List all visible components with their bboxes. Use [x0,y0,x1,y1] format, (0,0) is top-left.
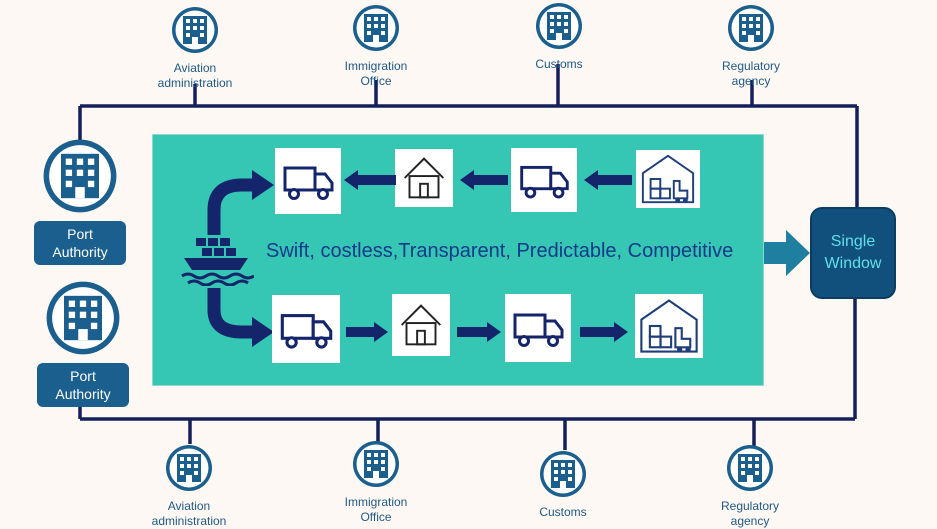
tile-house-bottom [392,294,450,356]
tile-truck-top-1 [275,148,341,214]
agency-aviation-bottom: Aviation administration [134,444,244,529]
arrow-right-icon [346,322,388,342]
building-icon [172,7,218,53]
arrow-right-icon [580,322,628,342]
agency-label: Immigration Office [344,59,408,88]
agency-customs-bottom: Customs [508,450,618,520]
agency-label: Regulatory agency [721,59,781,88]
building-icon [540,451,586,497]
tile-warehouse-top [636,150,700,208]
agency-label: Customs [539,505,587,519]
warehouse-icon [640,299,698,354]
tile-truck-bottom-2 [505,294,571,362]
agency-regulatory-bottom: Regulatory agency [695,444,805,529]
port-authority-label: Port Authority [37,363,129,407]
tile-warehouse-bottom [635,294,703,358]
agency-aviation-top: Aviation administration [140,6,250,91]
truck-icon [513,313,564,347]
truck-icon [520,165,569,199]
panel-headline: Swift, costless,Transparent, Predictable… [266,240,734,262]
cargo-ship-icon [181,238,254,286]
building-icon [727,445,773,491]
arrow-left-icon [584,170,632,190]
building-icon [46,281,120,355]
agency-label: Aviation administration [157,61,233,90]
single-window-box: Single Window [810,207,896,299]
port-authority-2: Port Authority [37,280,129,407]
building-icon [166,445,212,491]
arrow-left-icon [344,170,396,190]
tile-house-top [395,149,453,207]
building-icon [353,441,399,487]
agency-immigration-top: Immigration Office [321,4,431,89]
arrow-to-single-window-icon [764,230,810,276]
agency-immigration-bottom: Immigration Office [321,440,431,525]
building-icon [536,3,582,49]
arrow-left-icon [460,170,508,190]
house-icon [400,304,442,346]
port-authority-1: Port Authority [34,138,126,265]
truck-icon [283,166,334,200]
flow-curves [207,170,274,347]
agency-customs-top: Customs [504,2,614,72]
truck-icon [280,314,333,349]
agency-label: Immigration Office [344,495,408,524]
building-icon [728,5,774,51]
arrow-right-icon [457,322,501,342]
agency-label: Aviation administration [151,499,227,528]
tile-truck-top-2 [511,148,577,212]
warehouse-icon [641,154,695,204]
agency-label: Customs [535,57,583,71]
port-authority-label: Port Authority [34,221,126,265]
building-icon [43,139,117,213]
house-icon [403,157,445,199]
building-icon [353,5,399,51]
tile-truck-bottom-1 [272,295,340,363]
agency-regulatory-top: Regulatory agency [696,4,806,89]
agency-label: Regulatory agency [720,499,780,528]
